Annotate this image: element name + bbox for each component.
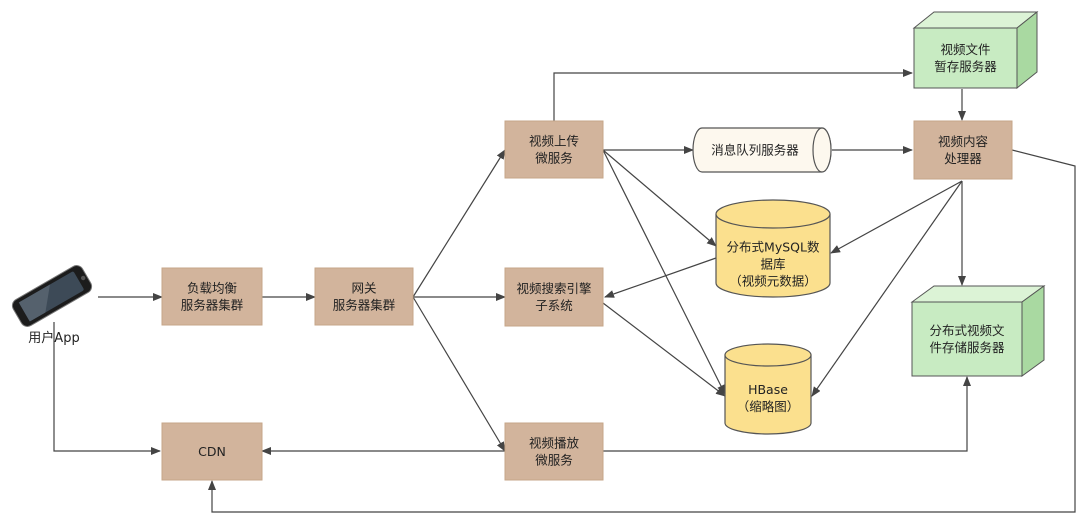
label-line: 视频上传 — [529, 134, 579, 149]
edge-processor-to-hbase — [811, 180, 963, 397]
edge-processor-to-cdn — [208, 149, 1076, 513]
user-app-label: 用户App — [28, 330, 79, 346]
label-line: 分布式视频文 — [929, 323, 1005, 338]
cdn-box: CDN — [161, 422, 263, 481]
label-line: 服务器集群 — [333, 298, 396, 313]
label-line: 网关 — [351, 281, 376, 296]
label-line: （缩略图） — [737, 399, 800, 414]
label-line: 微服务 — [535, 453, 573, 468]
temp-storage-label: 视频文件暂存服务器 — [934, 42, 997, 74]
processor-box: 视频内容处理器 — [913, 120, 1013, 180]
load-balancer-box: 负载均衡服务器集群 — [161, 267, 263, 326]
label-line: 件存储服务器 — [929, 340, 1005, 355]
mysql-label: 分布式MySQL数据库 （视频元数据） — [727, 240, 820, 289]
label-line: 视频内容 — [938, 134, 988, 149]
temp-storage-server: 视频文件暂存服务器 — [912, 10, 1039, 90]
edge-search-to-hbase — [602, 302, 726, 397]
label-line: 消息队列服务器 — [711, 143, 799, 158]
edge-play-to-dist-storage — [603, 376, 971, 452]
label-line: 分布式MySQL数 — [727, 240, 820, 255]
label-line: 视频搜索引擎 — [516, 281, 591, 296]
label-line: 据库 — [760, 257, 785, 272]
search-engine-box: 视频搜索引擎子系统 — [504, 267, 604, 327]
dist-storage-server: 分布式视频文件存储服务器 — [910, 285, 1046, 377]
edge-upload-to-temp-storage — [553, 69, 913, 121]
mysql-database: 分布式MySQL数据库 （视频元数据） — [715, 199, 831, 298]
search-engine-label: 视频搜索引擎子系统 — [516, 281, 591, 313]
edge-upload-to-mysql — [602, 149, 717, 247]
play-service-label: 视频播放微服务 — [529, 436, 580, 468]
label-line: 服务器集群 — [181, 298, 244, 313]
load-balancer-label: 负载均衡服务器集群 — [181, 281, 244, 313]
message-queue-label: 消息队列服务器 — [711, 143, 799, 158]
edge-gateway-to-upload — [412, 149, 506, 298]
play-service-box: 视频播放微服务 — [504, 422, 604, 481]
label-line: HBase — [748, 382, 788, 397]
label-line: 微服务 — [535, 151, 573, 166]
label-line: 暂存服务器 — [934, 59, 997, 74]
edges — [53, 69, 1076, 513]
edge-upload-to-hbase — [602, 149, 726, 395]
label-line: 子系统 — [535, 298, 573, 313]
cdn-label: CDN — [198, 444, 226, 459]
edge-app-to-cdn — [53, 322, 161, 455]
hbase-database: HBase （缩略图） — [724, 343, 812, 435]
upload-service-box: 视频上传微服务 — [504, 120, 604, 179]
edge-gateway-to-play — [412, 296, 506, 452]
phone-icon — [11, 265, 93, 327]
dist-storage-label: 分布式视频文件存储服务器 — [929, 323, 1005, 355]
upload-service-label: 视频上传微服务 — [529, 134, 579, 166]
hbase-label: HBase （缩略图） — [737, 382, 800, 414]
label-line: 视频播放 — [529, 436, 580, 451]
edge-mysql-to-search — [604, 257, 717, 298]
edge-processor-to-mysql — [830, 180, 963, 254]
label-line: （视频元数据） — [729, 274, 817, 289]
label-line: CDN — [198, 444, 226, 459]
message-queue: 消息队列服务器 — [692, 127, 832, 173]
processor-label: 视频内容处理器 — [938, 134, 988, 166]
label-line: 视频文件 — [940, 42, 990, 57]
label-line: 处理器 — [944, 151, 982, 166]
gateway-label: 网关服务器集群 — [333, 281, 396, 313]
label-line: 负载均衡 — [187, 281, 237, 296]
gateway-box: 网关服务器集群 — [314, 267, 414, 326]
